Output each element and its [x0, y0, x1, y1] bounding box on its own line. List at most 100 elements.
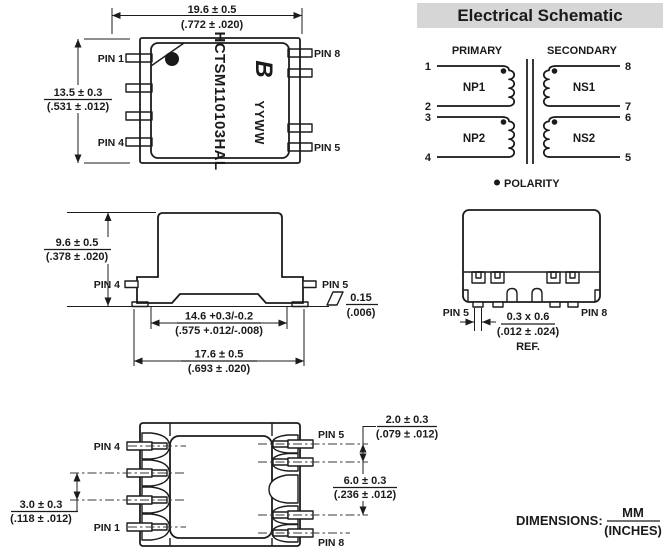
bottom-pin4-label: PIN 4: [94, 441, 120, 453]
pin-centerlines: [70, 443, 368, 534]
ns2-label: NS2: [573, 133, 595, 145]
end-foot-3: [549, 301, 561, 308]
dim-side-height: 9.6 ± 0.5 (.378 ± .020): [44, 212, 156, 306]
core-hat-outline: [157, 212, 283, 278]
side-pin5-lead: [302, 280, 317, 289]
left-foot: [131, 301, 149, 308]
winding-np2-symbol: [437, 116, 515, 158]
schematic-pin8: 8: [625, 61, 631, 73]
polarity-label: POLARITY: [504, 178, 560, 190]
bourns-logo: B: [250, 60, 277, 77]
top-pin8-label: PIN 8: [314, 48, 340, 60]
pair-pitch-in: (.079 ± .012): [376, 429, 439, 441]
electrical-schematic: Electrical Schematic PRIMARY SECONDARY N…: [417, 3, 663, 190]
part-number-marking: HCTSM110103HAL: [211, 32, 228, 171]
dim-side-outer-width: 17.6 ± 0.5 (.693 ± .020): [133, 309, 305, 375]
bottom-body: [169, 435, 273, 539]
end-view: PIN 5 PIN 8 0.3 x 0.6 (.012 ± .024) REF.: [443, 209, 607, 353]
end-view-package: [462, 209, 601, 308]
schematic-pin6: 6: [625, 112, 631, 124]
base-bottom-profile: [136, 293, 304, 304]
side-pin5-label: PIN 5: [322, 279, 348, 291]
winding-ns2-symbol: [543, 116, 620, 158]
side-inner-width-in: (.575 +.012/-.008): [175, 325, 263, 337]
end-body-outline: [462, 209, 601, 303]
package-outline: [139, 37, 301, 164]
bottom-pin5-label: PIN 5: [318, 429, 344, 441]
polarity-dot-np1: [500, 68, 507, 74]
dim-top-width: 19.6 ± 0.5 (.772 ± .020): [111, 4, 303, 34]
side-pin4-lead: [124, 280, 139, 289]
center-notch-left: [506, 287, 518, 302]
polarity-dot-ns1: [551, 68, 558, 74]
pair-pitch-mm: 2.0 ± 0.3: [386, 414, 429, 426]
top-pin4-label: PIN 4: [98, 137, 124, 149]
pin-4-lead: [125, 137, 153, 147]
dimensions-label: DIMENSIONS:: [516, 513, 603, 528]
side-height-mm: 9.6 ± 0.5: [56, 237, 99, 249]
top-view-package: HCTSM110103HAL B YYWW: [125, 32, 313, 171]
pad-size-ref: REF.: [516, 341, 540, 353]
polarity-dot-mark: [165, 52, 179, 66]
winding-np1-symbol: [437, 65, 515, 107]
row-span-in: (.236 ± .012): [334, 489, 397, 501]
units-inches: (INCHES): [604, 523, 662, 538]
secondary-label: SECONDARY: [547, 45, 618, 57]
end-foot-2: [492, 301, 504, 308]
dimensions-note: DIMENSIONS: MM (INCHES): [516, 505, 662, 538]
np1-label: NP1: [463, 82, 486, 94]
dim-pad-size: 0.3 x 0.6 (.012 ± .024) REF.: [460, 308, 559, 353]
date-code-marking: YYWW: [252, 100, 266, 145]
bottom-pin1-label: PIN 1: [94, 522, 120, 534]
end-foot-1: [472, 301, 484, 308]
row-span-mm: 6.0 ± 0.3: [344, 475, 387, 487]
schematic-title: Electrical Schematic: [457, 6, 622, 25]
polarity-legend-dot: [494, 179, 500, 186]
top-view: 19.6 ± 0.5 (.772 ± .020) 13.5 ± 0.3 (.53…: [44, 4, 340, 170]
pin-2-lead: [125, 83, 153, 93]
schematic-title-bar: [417, 3, 663, 28]
coplanarity-callout: 0.15 (.006): [326, 291, 378, 319]
schematic-pin4: 4: [425, 152, 432, 164]
pin-pitch-mm: 3.0 ± 0.3: [20, 499, 63, 511]
bottom-view: PIN 4 PIN 1 PIN 5 PIN 8 3.0 ± 0.3 (.118 …: [10, 414, 438, 549]
top-pin1-label: PIN 1: [98, 53, 124, 65]
dim-side-inner-width: 14.6 +0.3/-0.2 (.575 +.012/-.008): [150, 307, 288, 337]
pad-size-in: (.012 ± .024): [497, 326, 560, 338]
side-view-package: [124, 212, 317, 308]
side-outer-width-mm: 17.6 ± 0.5: [195, 349, 244, 361]
top-height-in: (.531 ± .012): [47, 101, 110, 113]
end-pin5-label: PIN 5: [443, 307, 469, 319]
schematic-pin2: 2: [425, 101, 431, 113]
ns1-label: NS1: [573, 82, 596, 94]
primary-label: PRIMARY: [452, 45, 503, 57]
polarity-dot-ns2: [551, 119, 558, 125]
bottom-view-package: [70, 422, 368, 547]
schematic-pin1: 1: [425, 61, 431, 73]
top-pin5-label: PIN 5: [314, 142, 340, 154]
pin-pitch-in: (.118 ± .012): [10, 513, 72, 525]
np2-label: NP2: [463, 133, 485, 145]
dim-pair-pitch: 2.0 ± 0.3 (.079 ± .012): [359, 414, 439, 462]
side-height-in: (.378 ± .020): [46, 251, 109, 263]
side-view: 9.6 ± 0.5 (.378 ± .020) PIN 4 PIN 5 14.6…: [44, 212, 378, 375]
units-mm: MM: [622, 505, 644, 520]
dim-top-height: 13.5 ± 0.3 (.531 ± .012): [44, 38, 130, 164]
pin-1-lead: [125, 53, 153, 63]
pad-size-mm: 0.3 x 0.6: [507, 311, 550, 323]
schematic-pin7: 7: [625, 101, 631, 113]
coplanarity-in: (.006): [347, 307, 376, 319]
flatness-symbol: [326, 291, 344, 306]
dim-row-span: 6.0 ± 0.3 (.236 ± .012): [333, 462, 397, 515]
coplanarity-mm: 0.15: [350, 292, 371, 304]
side-pin4-label: PIN 4: [94, 279, 120, 291]
end-foot-4: [567, 301, 579, 308]
dim-pin-pitch: 3.0 ± 0.3 (.118 ± .012): [10, 473, 81, 525]
top-height-mm: 13.5 ± 0.3: [54, 87, 103, 99]
package-body: [150, 42, 290, 159]
top-width-mm: 19.6 ± 0.5: [188, 4, 237, 16]
top-width-in: (.772 ± .020): [181, 19, 244, 31]
bottom-pin8-label: PIN 8: [318, 537, 344, 549]
schematic-pin3: 3: [425, 112, 431, 124]
